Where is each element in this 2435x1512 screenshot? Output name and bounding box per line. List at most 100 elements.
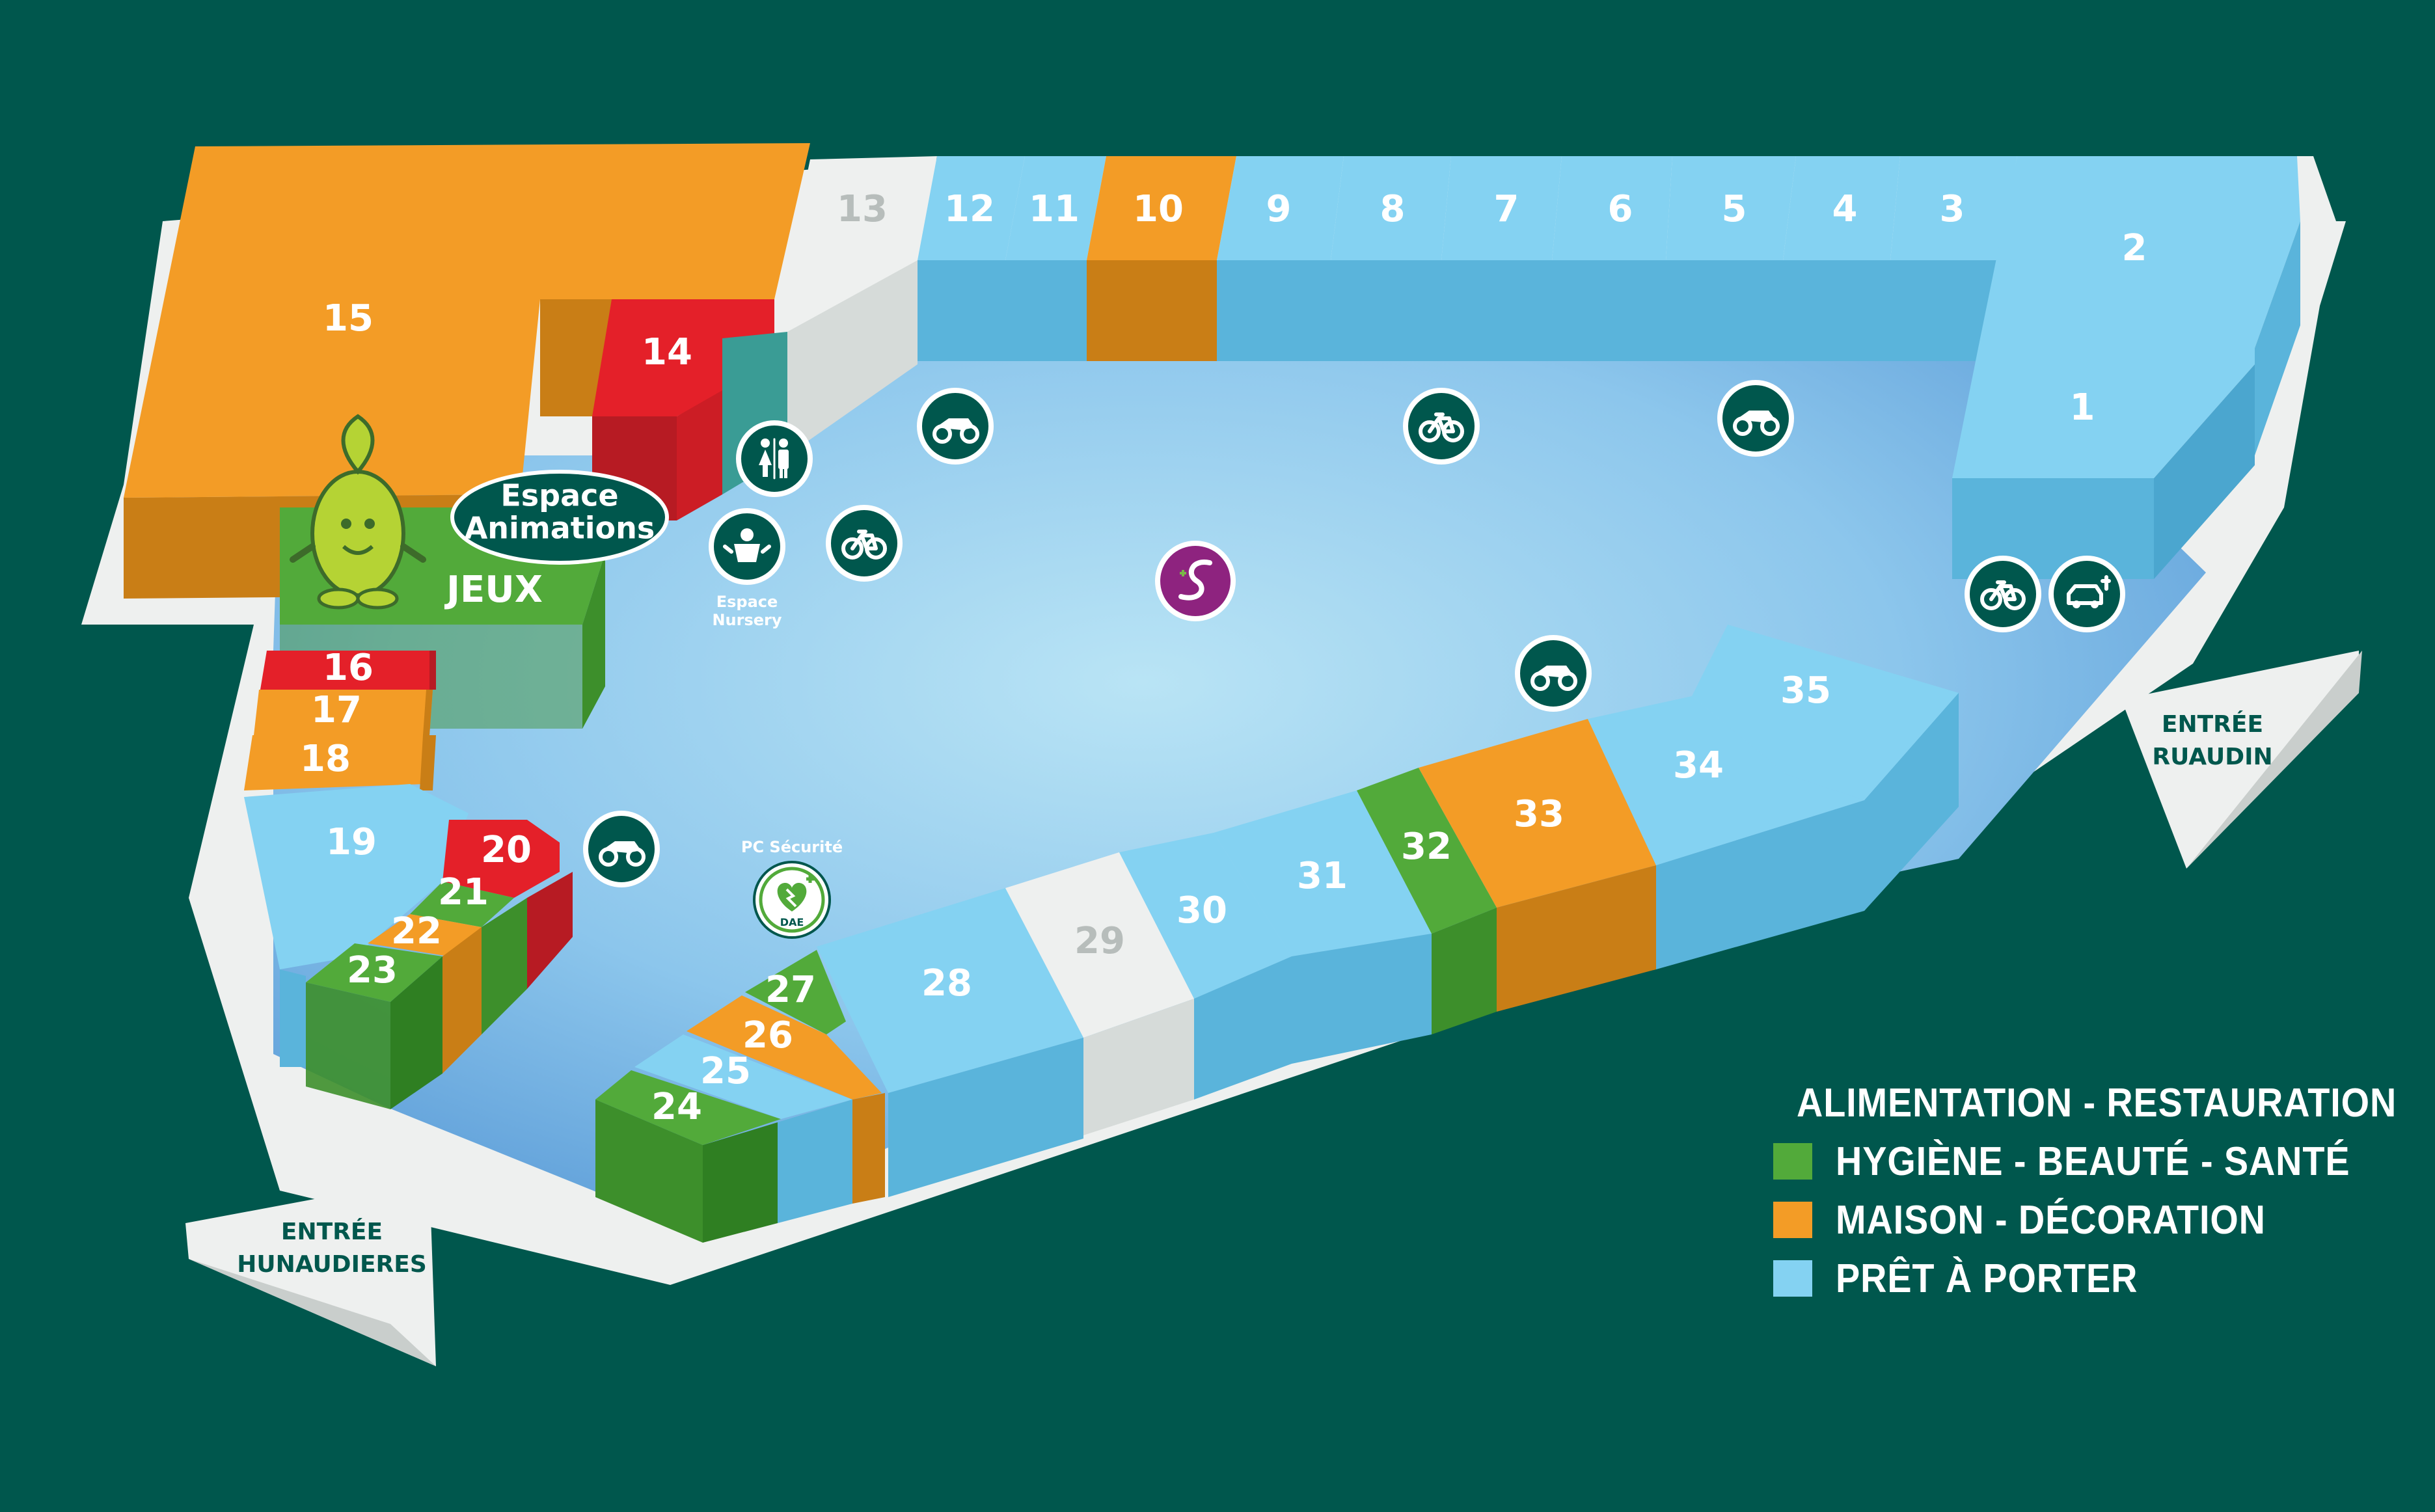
unit-29-label: 29 [1074,920,1125,962]
legend-item-pret: PRÊT À PORTER [1773,1249,2424,1308]
motorcycle-icon [1717,380,1794,457]
unit-15-label: 15 [323,297,374,340]
bicycle-icon [826,505,903,582]
ev-charging-icon [2048,556,2125,632]
unit-28[interactable] [817,888,1083,1197]
unit-30[interactable] [1119,833,1292,1100]
unit-18[interactable] [244,735,436,790]
unit-27-label: 27 [765,969,816,1011]
unit-1[interactable] [1952,348,2255,579]
unit-19[interactable] [244,784,469,1067]
unit-8[interactable] [1331,156,1451,361]
legend: ALIMENTATION - RESTAURATION HYGIÈNE - BE… [1773,1073,2424,1308]
unit-32[interactable] [1357,768,1497,1034]
unit-31-label: 31 [1297,855,1348,897]
unit-25[interactable] [634,1034,852,1223]
unit-17[interactable] [254,690,433,735]
unit-33[interactable] [1419,719,1656,1012]
legend-label: PRÊT À PORTER [1836,1256,2138,1301]
unit-32-label: 32 [1401,826,1452,868]
unit-21[interactable] [410,882,527,1034]
unit-34[interactable] [1588,696,1864,969]
unit-1-label: 1 [2070,386,2095,429]
unit-28-label: 28 [921,962,972,1005]
unit-3[interactable] [1890,156,2017,361]
unit-24[interactable] [595,1070,781,1243]
unit-9-label: 9 [1266,188,1292,230]
ruaudin-line2: RUAUDIN [2152,744,2272,770]
animations-line2: Animations [465,511,655,546]
unit-4-label: 4 [1832,188,1858,230]
hunaudieres-line1: ENTRÉE [281,1218,383,1245]
dae-label: DAE [780,916,804,928]
unit-20-label: 20 [481,829,532,871]
legend-swatch [1773,1202,1812,1238]
unit-34-label: 34 [1673,744,1724,787]
unit-5-label: 5 [1722,188,1747,230]
hunaudieres-line2: HUNAUDIERES [237,1251,427,1278]
unit-30-label: 30 [1177,889,1227,932]
entrance-hunaudieres[interactable]: ENTRÉE HUNAUDIERES [185,1178,436,1366]
unit-22-label: 22 [391,910,442,952]
toilets-icon [736,420,813,497]
bicycle-icon [1965,556,2041,632]
security-label: PC Sécurité [741,838,843,856]
unit-31[interactable] [1214,790,1432,1064]
unit-25-label: 25 [700,1050,751,1092]
legend-label: ALIMENTATION - RESTAURATION [1797,1080,2397,1126]
unit-16[interactable] [260,651,436,690]
unit-35[interactable] [1692,625,1959,911]
unit-27[interactable] [745,950,846,1034]
legend-swatch [1773,1260,1812,1297]
baby-changing-icon [709,508,785,585]
motorcycle-icon [583,811,660,887]
unit-29[interactable] [1005,852,1194,1135]
unit-4[interactable] [1783,156,1900,361]
legend-item-alimentation: ALIMENTATION - RESTAURATION [1773,1073,2424,1132]
legend-item-hygiene: HYGIÈNE - BEAUTÉ - SANTÉ [1773,1132,2424,1191]
unit-2-label: 2 [2122,227,2147,269]
unit-22[interactable] [368,914,482,1073]
unit-21-label: 21 [438,871,489,913]
unit-33-label: 33 [1514,793,1564,835]
unit-17-label: 17 [311,689,362,731]
unit-26-label: 26 [742,1014,793,1057]
unit-6-label: 6 [1608,188,1633,230]
unit-19-label: 19 [326,821,377,863]
motorcycle-icon [917,388,994,465]
unit-18-label: 18 [300,738,351,780]
espace-animations-badge[interactable]: Espace Animations [450,470,669,565]
unit-7-label: 7 [1494,188,1519,230]
nursery-line1: Espace [716,593,778,611]
jeux-label: JEUX [444,569,543,611]
unit-11-label: 11 [1029,188,1080,230]
unit-20[interactable] [442,820,573,989]
unit-35-label: 35 [1780,669,1831,712]
unit-24-label: 24 [651,1086,702,1128]
unit-10[interactable] [1087,156,1236,361]
unit-14-label: 14 [642,331,692,373]
unit-2[interactable] [1978,156,2300,455]
nursery-line2: Nursery [712,611,782,629]
legend-label: MAISON - DÉCORATION [1836,1197,2266,1243]
unit-11[interactable] [1005,156,1106,361]
unit-7[interactable] [1441,156,1562,361]
ruaudin-line1: ENTRÉE [2162,710,2263,738]
entrance-ruaudin[interactable]: ENTRÉE RUAUDIN [2121,651,2362,869]
unit-23-label: 23 [347,949,398,992]
animations-line1: Espace [500,478,618,513]
unit-6[interactable] [1552,156,1672,361]
motorcycle-icon [1515,635,1592,712]
mascot-icon [290,414,426,610]
unit-9[interactable] [1217,156,1344,361]
unit-13[interactable] [774,156,937,455]
unit-12[interactable] [918,156,1025,361]
unit-5[interactable] [1666,156,1796,361]
defibrillator-icon: DAE [753,861,831,939]
unit-23[interactable] [306,943,442,1109]
centre-logo-icon [1155,541,1236,621]
unit-26[interactable] [687,995,885,1204]
unit-8-label: 8 [1380,188,1406,230]
legend-label: HYGIÈNE - BEAUTÉ - SANTÉ [1836,1139,2350,1184]
